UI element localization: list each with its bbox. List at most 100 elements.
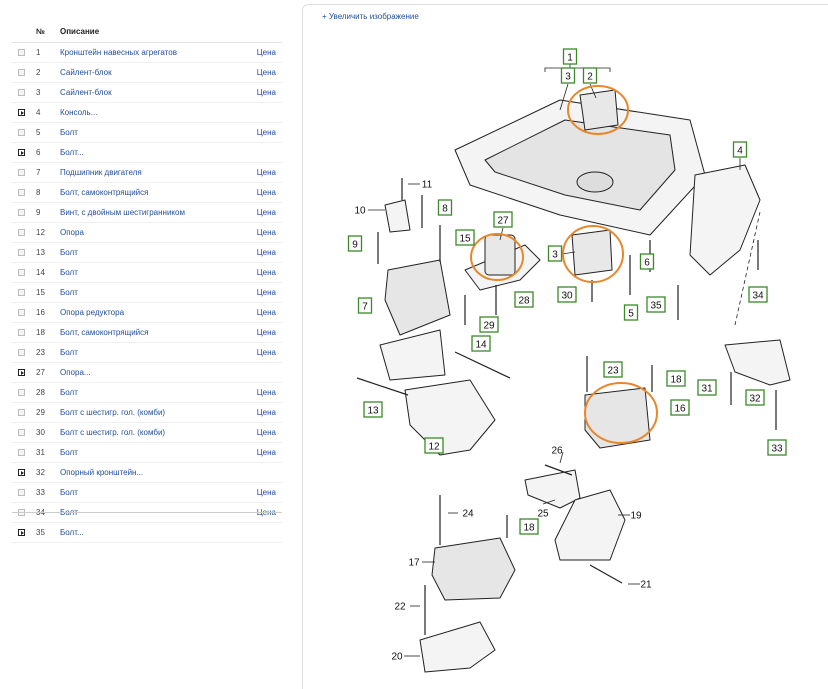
price-link[interactable]: Цена [256, 248, 276, 257]
callout-box[interactable] [560, 67, 576, 84]
callout-box[interactable] [767, 439, 787, 456]
callout-label[interactable]: 13 [367, 406, 379, 417]
callout-label[interactable]: 8 [442, 204, 448, 215]
row-checkbox[interactable] [18, 69, 25, 76]
price-link[interactable]: Цена [256, 428, 276, 437]
callout-label[interactable]: 16 [674, 404, 686, 415]
callout-box[interactable] [479, 316, 499, 333]
part-description-link[interactable]: Болт с шестигр. гол. (комби) [60, 408, 166, 417]
price-link[interactable]: Цена [256, 128, 276, 137]
price-link[interactable]: Цена [256, 68, 276, 77]
row-checkbox[interactable] [18, 309, 25, 316]
callout-label[interactable]: 30 [561, 291, 573, 302]
price-link[interactable]: Цена [256, 348, 276, 357]
row-checkbox[interactable] [18, 169, 25, 176]
row-checkbox[interactable] [18, 49, 25, 56]
row-checkbox[interactable] [18, 489, 25, 496]
row-checkbox[interactable] [18, 189, 25, 196]
expand-arrow-icon[interactable] [18, 469, 25, 476]
part-description-link[interactable]: Болт [60, 448, 78, 457]
callout-label[interactable]: 3 [552, 250, 558, 261]
callout-label[interactable]: 9 [352, 240, 358, 251]
callout-label[interactable]: 29 [483, 321, 495, 332]
row-checkbox[interactable] [18, 349, 25, 356]
part-description-link[interactable]: Опора... [60, 368, 91, 377]
row-checkbox[interactable] [18, 89, 25, 96]
part-description-link[interactable]: Болт [60, 488, 78, 497]
row-checkbox[interactable] [18, 389, 25, 396]
callout-box[interactable] [471, 335, 491, 352]
row-checkbox[interactable] [18, 229, 25, 236]
callout-box[interactable] [582, 67, 598, 84]
row-checkbox[interactable] [18, 429, 25, 436]
callout-box[interactable] [623, 304, 639, 321]
callout-box[interactable] [455, 229, 475, 246]
callout-box[interactable] [639, 253, 655, 270]
callout-box[interactable] [493, 211, 513, 228]
callout-box[interactable] [547, 245, 563, 262]
callout-box[interactable] [347, 235, 363, 252]
callout-label[interactable]: 4 [737, 146, 743, 157]
callout-box[interactable] [514, 291, 534, 308]
part-description-link[interactable]: Сайлент-блок [60, 68, 112, 77]
price-link[interactable]: Цена [256, 188, 276, 197]
callout-label[interactable]: 5 [628, 309, 634, 320]
part-description-link[interactable]: Сайлент-блок [60, 88, 112, 97]
expand-arrow-icon[interactable] [18, 369, 25, 376]
part-description-link[interactable]: Болт, самоконтрящийся [60, 328, 149, 337]
callout-box[interactable] [603, 361, 623, 378]
part-description-link[interactable]: Болт с шестигр. гол. (комби) [60, 428, 166, 437]
price-link[interactable]: Цена [256, 168, 276, 177]
callout-box[interactable] [519, 518, 539, 535]
part-description-link[interactable]: Консоль... [60, 108, 98, 117]
price-link[interactable]: Цена [256, 388, 276, 397]
price-link[interactable]: Цена [256, 228, 276, 237]
part-description-link[interactable]: Винт, с двойным шестигранником [60, 208, 185, 217]
callout-label[interactable]: 15 [459, 234, 471, 245]
row-checkbox[interactable] [18, 249, 25, 256]
callout-label[interactable]: 1 [567, 53, 573, 64]
part-description-link[interactable]: Болт [60, 128, 78, 137]
callout-label[interactable]: 33 [771, 444, 783, 455]
callout-label[interactable]: 27 [497, 216, 509, 227]
row-checkbox[interactable] [18, 269, 25, 276]
callout-label[interactable]: 6 [644, 258, 650, 269]
price-link[interactable]: Цена [256, 488, 276, 497]
callout-label[interactable]: 31 [701, 384, 713, 395]
part-description-link[interactable]: Болт [60, 288, 78, 297]
part-description-link[interactable]: Болт... [60, 528, 84, 537]
row-checkbox[interactable] [18, 329, 25, 336]
part-description-link[interactable]: Опорный кронштейн... [60, 468, 144, 477]
part-description-link[interactable]: Кронштейн навесных агрегатов [60, 48, 177, 57]
callout-box[interactable] [732, 141, 748, 158]
callout-box[interactable] [697, 379, 717, 396]
callout-box[interactable] [363, 401, 383, 418]
callout-label[interactable]: 34 [752, 291, 764, 302]
price-link[interactable]: Цена [256, 208, 276, 217]
callout-box[interactable] [670, 399, 690, 416]
part-description-link[interactable]: Болт [60, 248, 78, 257]
callout-label[interactable]: 12 [428, 442, 440, 453]
price-link[interactable]: Цена [256, 48, 276, 57]
expand-arrow-icon[interactable] [18, 529, 25, 536]
row-checkbox[interactable] [18, 129, 25, 136]
price-link[interactable]: Цена [256, 288, 276, 297]
price-link[interactable]: Цена [256, 88, 276, 97]
callout-label[interactable]: 18 [523, 523, 535, 534]
price-link[interactable]: Цена [256, 448, 276, 457]
row-checkbox[interactable] [18, 409, 25, 416]
price-link[interactable]: Цена [256, 408, 276, 417]
callout-box[interactable] [562, 48, 578, 65]
part-description-link[interactable]: Болт... [60, 148, 84, 157]
row-checkbox[interactable] [18, 209, 25, 216]
part-description-link[interactable]: Болт, самоконтрящийся [60, 188, 149, 197]
price-link[interactable]: Цена [256, 328, 276, 337]
part-description-link[interactable]: Болт [60, 348, 78, 357]
callout-box[interactable] [424, 437, 444, 454]
part-description-link[interactable]: Болт [60, 268, 78, 277]
callout-box[interactable] [745, 389, 765, 406]
callout-box[interactable] [437, 199, 453, 216]
part-description-link[interactable]: Опора [60, 228, 84, 237]
price-link[interactable]: Цена [256, 308, 276, 317]
callout-box[interactable] [666, 370, 686, 387]
